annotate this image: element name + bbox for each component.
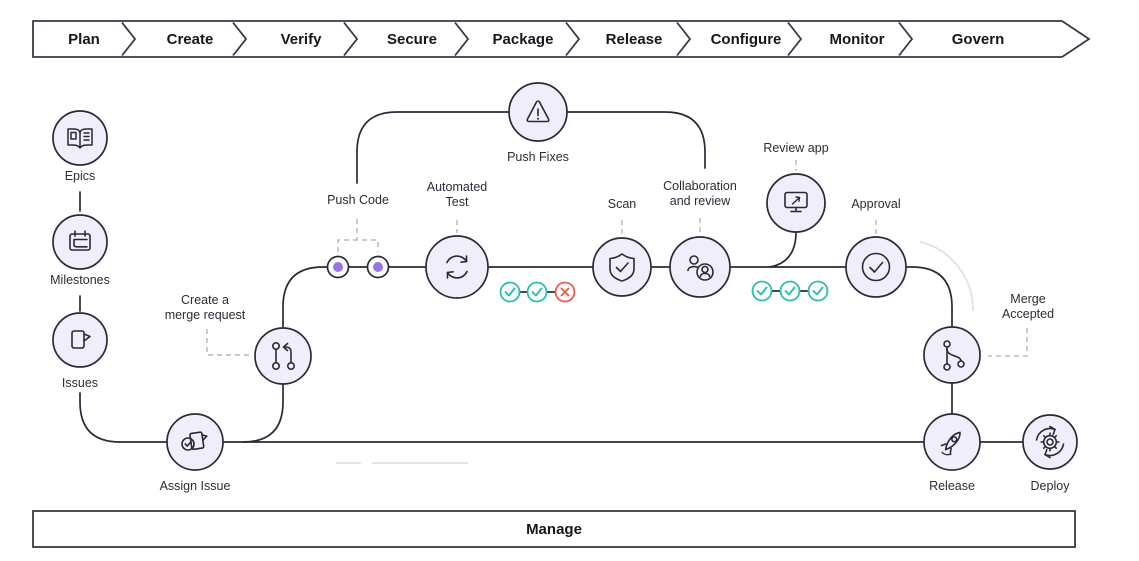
stage-monitor: Monitor	[830, 31, 885, 48]
collaboration-label-line2: and review	[670, 194, 731, 208]
merge-accepted-label-line2: Accepted	[1002, 307, 1054, 321]
node-create-merge-request: Create a merge request	[165, 293, 312, 385]
stage-divider	[898, 21, 914, 57]
stage-release: Release	[606, 31, 663, 48]
review-app-label: Review app	[763, 141, 828, 155]
status-check-icon	[526, 281, 548, 303]
push-code-dashed-connector	[337, 219, 379, 252]
status-fail-icon	[554, 281, 576, 303]
decorative-arc	[920, 241, 975, 311]
issue-page-icon	[71, 330, 91, 349]
collaboration-label-line1: Collaboration	[663, 179, 737, 193]
create-mr-label-line2: merge request	[165, 308, 246, 322]
manage-bar-outline	[32, 510, 1076, 548]
stage-divider	[565, 21, 581, 57]
create-mr-label-line1: Create a	[181, 293, 229, 307]
commit-dot	[373, 262, 383, 272]
milestones-circle	[52, 214, 108, 270]
stage-verify: Verify	[281, 31, 323, 48]
stage-configure: Configure	[711, 31, 782, 48]
deploy-label: Deploy	[1031, 479, 1071, 493]
commit-dot	[333, 262, 343, 272]
node-push-code: Push Code	[326, 193, 390, 279]
status-check-icon	[779, 280, 801, 302]
top-process-bar: Plan Create Verify Secure Package Releas…	[32, 20, 1091, 58]
stage-divider	[232, 21, 248, 57]
automated-test-label-line1: Automated	[427, 180, 488, 194]
node-merge-accepted: Merge Accepted	[923, 292, 1054, 384]
push-code-label: Push Code	[327, 193, 389, 207]
node-collaboration: Collaboration and review	[663, 179, 737, 298]
epics-label: Epics	[65, 169, 96, 183]
flow-connectors	[79, 111, 1028, 464]
stage-govern: Govern	[952, 31, 1005, 48]
approval-circle	[845, 236, 907, 298]
scan-circle	[592, 237, 652, 297]
connector-issues-bottomline	[79, 392, 121, 443]
node-approval: Approval	[845, 197, 907, 298]
assign-issue-icon	[181, 431, 208, 451]
main-flow-path	[242, 266, 953, 443]
push-fixes-label: Push Fixes	[507, 150, 569, 164]
node-scan: Scan	[592, 197, 652, 297]
manage-bar: Manage	[32, 510, 1076, 548]
merge-accepted-label-line1: Merge	[1010, 292, 1045, 306]
pipeline-status-checks	[499, 281, 576, 303]
approval-label: Approval	[851, 197, 900, 211]
node-issues: Issues	[52, 312, 108, 390]
automated-test-circle	[425, 235, 489, 299]
automated-test-label-line2: Test	[446, 195, 469, 209]
node-automated-test: Automated Test	[425, 180, 489, 299]
stage-plan: Plan	[68, 31, 100, 48]
epic-book-icon	[67, 128, 93, 149]
warning-triangle-icon	[526, 100, 550, 123]
release-label: Release	[929, 479, 975, 493]
milestones-label: Milestones	[50, 273, 110, 287]
node-push-fixes: Push Fixes	[507, 82, 569, 164]
issues-circle	[52, 312, 108, 368]
rocket-icon	[940, 431, 961, 456]
assign-issue-label: Assign Issue	[160, 479, 231, 493]
create-mr-dashed-connector	[206, 329, 250, 356]
node-deploy: Deploy	[1022, 414, 1078, 493]
issues-label: Issues	[62, 376, 98, 390]
review-app-connector	[769, 231, 797, 268]
node-release: Release	[923, 413, 981, 493]
users-icon	[687, 255, 714, 281]
merge-request-circle	[254, 327, 312, 385]
status-check-icon	[751, 280, 773, 302]
node-assign-issue: Assign Issue	[160, 413, 231, 493]
release-circle	[923, 413, 981, 471]
status-check-icon	[499, 281, 521, 303]
stage-divider	[343, 21, 359, 57]
assign-issue-circle	[166, 413, 224, 471]
deploy-circle	[1022, 414, 1078, 470]
stage-secure: Secure	[387, 31, 437, 48]
deploy-gear-icon	[1035, 425, 1065, 459]
stage-divider	[787, 21, 803, 57]
approval-check-icon	[861, 252, 891, 282]
stage-divider	[454, 21, 470, 57]
manage-label: Manage	[526, 521, 582, 538]
scan-label: Scan	[608, 197, 637, 211]
stage-package: Package	[493, 31, 554, 48]
node-review-app: Review app	[763, 141, 829, 233]
node-milestones: Milestones	[50, 214, 110, 287]
shield-check-icon	[609, 253, 635, 282]
monitor-cursor-icon	[784, 191, 808, 213]
retry-cycle-icon	[446, 255, 468, 279]
node-epics: Epics	[52, 110, 108, 183]
status-check-icon	[807, 280, 829, 302]
stage-divider	[121, 21, 137, 57]
approval-status-checks	[751, 280, 829, 302]
stage-divider	[676, 21, 692, 57]
process-bar-outline	[32, 20, 1091, 58]
merge-accepted-dashed-connector	[988, 328, 1028, 357]
git-merge-icon	[943, 340, 965, 371]
review-app-circle	[766, 173, 826, 233]
stage-create: Create	[167, 31, 214, 48]
merge-request-icon	[272, 342, 296, 371]
milestone-calendar-icon	[69, 230, 91, 251]
